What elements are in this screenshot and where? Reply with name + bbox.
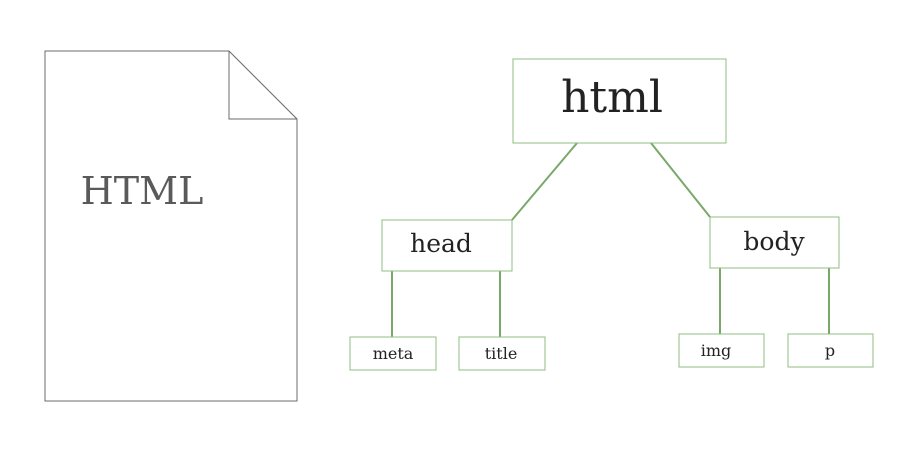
document-label: HTML bbox=[81, 169, 204, 213]
node-body-box bbox=[709, 216, 840, 269]
node-html-box bbox=[512, 58, 727, 144]
node-p-box bbox=[787, 333, 874, 368]
node-head: head bbox=[381, 219, 513, 272]
edge-html-body bbox=[650, 142, 711, 218]
tree-edges bbox=[391, 142, 830, 337]
node-meta-label: meta bbox=[373, 344, 414, 363]
document-icon: HTML bbox=[44, 50, 298, 402]
document-fold bbox=[228, 51, 297, 120]
node-meta: meta bbox=[349, 336, 437, 371]
node-img: img bbox=[678, 333, 765, 368]
node-html-label: html bbox=[561, 72, 663, 123]
node-title: title bbox=[458, 336, 546, 371]
node-body-label: body bbox=[743, 227, 805, 256]
node-head-label: head bbox=[410, 229, 472, 258]
node-img-box bbox=[678, 333, 765, 368]
node-html: html bbox=[512, 58, 727, 144]
edge-html-head bbox=[511, 142, 578, 221]
node-body: body bbox=[709, 216, 840, 269]
node-p-label: p bbox=[825, 341, 835, 360]
node-p: p bbox=[787, 333, 874, 368]
node-meta-box bbox=[349, 336, 437, 371]
node-title-label: title bbox=[485, 344, 518, 363]
node-head-box bbox=[381, 219, 513, 272]
node-title-box bbox=[458, 336, 546, 371]
node-img-label: img bbox=[701, 341, 732, 360]
document-outline bbox=[44, 50, 298, 402]
